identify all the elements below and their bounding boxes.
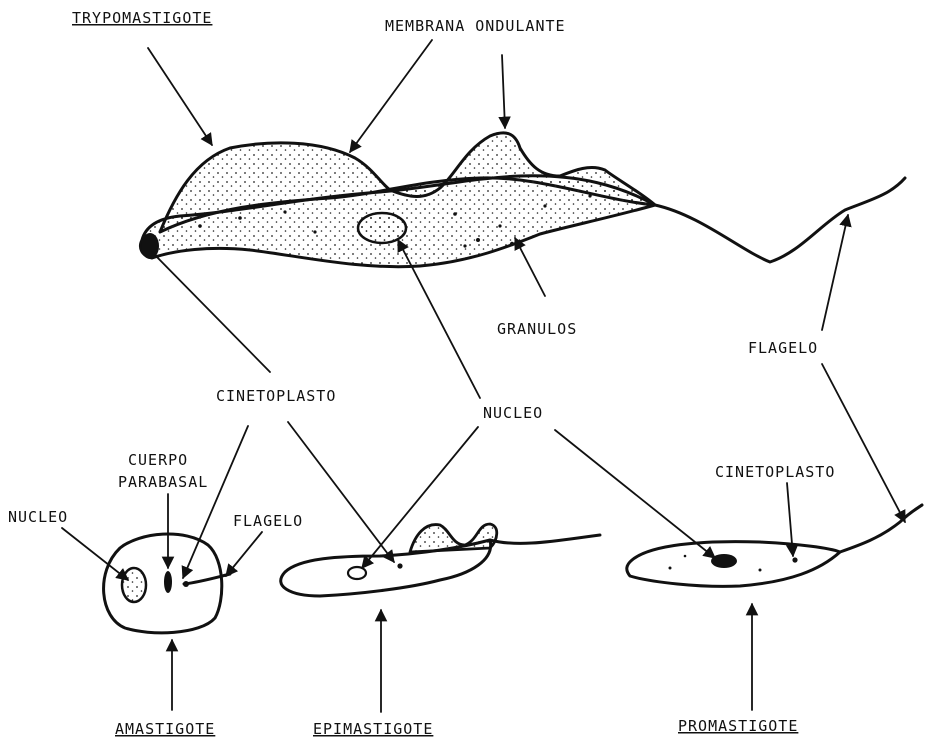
trypomastigote-nucleus bbox=[358, 213, 406, 243]
promastigote-flagellum bbox=[840, 505, 922, 552]
label-promastigote: PROMASTIGOTE bbox=[678, 717, 798, 735]
epimastigote-nucleus bbox=[348, 567, 366, 579]
epimastigote-kinetoplast bbox=[397, 563, 402, 568]
promastigote-kinetoplast bbox=[792, 557, 797, 562]
label-cuerpo: CUERPO bbox=[128, 451, 188, 469]
amastigote-nucleus bbox=[122, 568, 146, 602]
label-parabasal: PARABASAL bbox=[118, 473, 208, 491]
label-flagelo-left: FLAGELO bbox=[233, 512, 303, 530]
trypomastigote-cell bbox=[140, 133, 905, 267]
epimastigote-cell bbox=[281, 524, 600, 596]
amastigote-kinetoplast bbox=[183, 581, 189, 587]
label-cinetoplasto-right: CINETOPLASTO bbox=[715, 463, 835, 481]
trypomastigote-flagellum bbox=[655, 178, 905, 262]
label-nucleo-mid: NUCLEO bbox=[483, 404, 543, 422]
label-nucleo-left: NUCLEO bbox=[8, 508, 68, 526]
parabasal-body bbox=[164, 571, 172, 593]
label-cinetoplasto-mid: CINETOPLASTO bbox=[216, 387, 336, 405]
label-granulos: GRANULOS bbox=[497, 320, 577, 338]
label-trypomastigote: TRYPOMASTIGOTE bbox=[72, 9, 212, 27]
label-flagelo-top: FLAGELO bbox=[748, 339, 818, 357]
epimastigote-body bbox=[281, 540, 491, 596]
label-membrana-ondulante: MEMBRANA ONDULANTE bbox=[385, 17, 566, 35]
amastigote-cell bbox=[104, 534, 230, 633]
label-amastigote: AMASTIGOTE bbox=[115, 720, 215, 738]
epimastigote-flagellum bbox=[490, 535, 600, 543]
label-epimastigote: EPIMASTIGOTE bbox=[313, 720, 433, 738]
promastigote-cell bbox=[627, 505, 922, 586]
promastigote-nucleus bbox=[711, 554, 737, 568]
